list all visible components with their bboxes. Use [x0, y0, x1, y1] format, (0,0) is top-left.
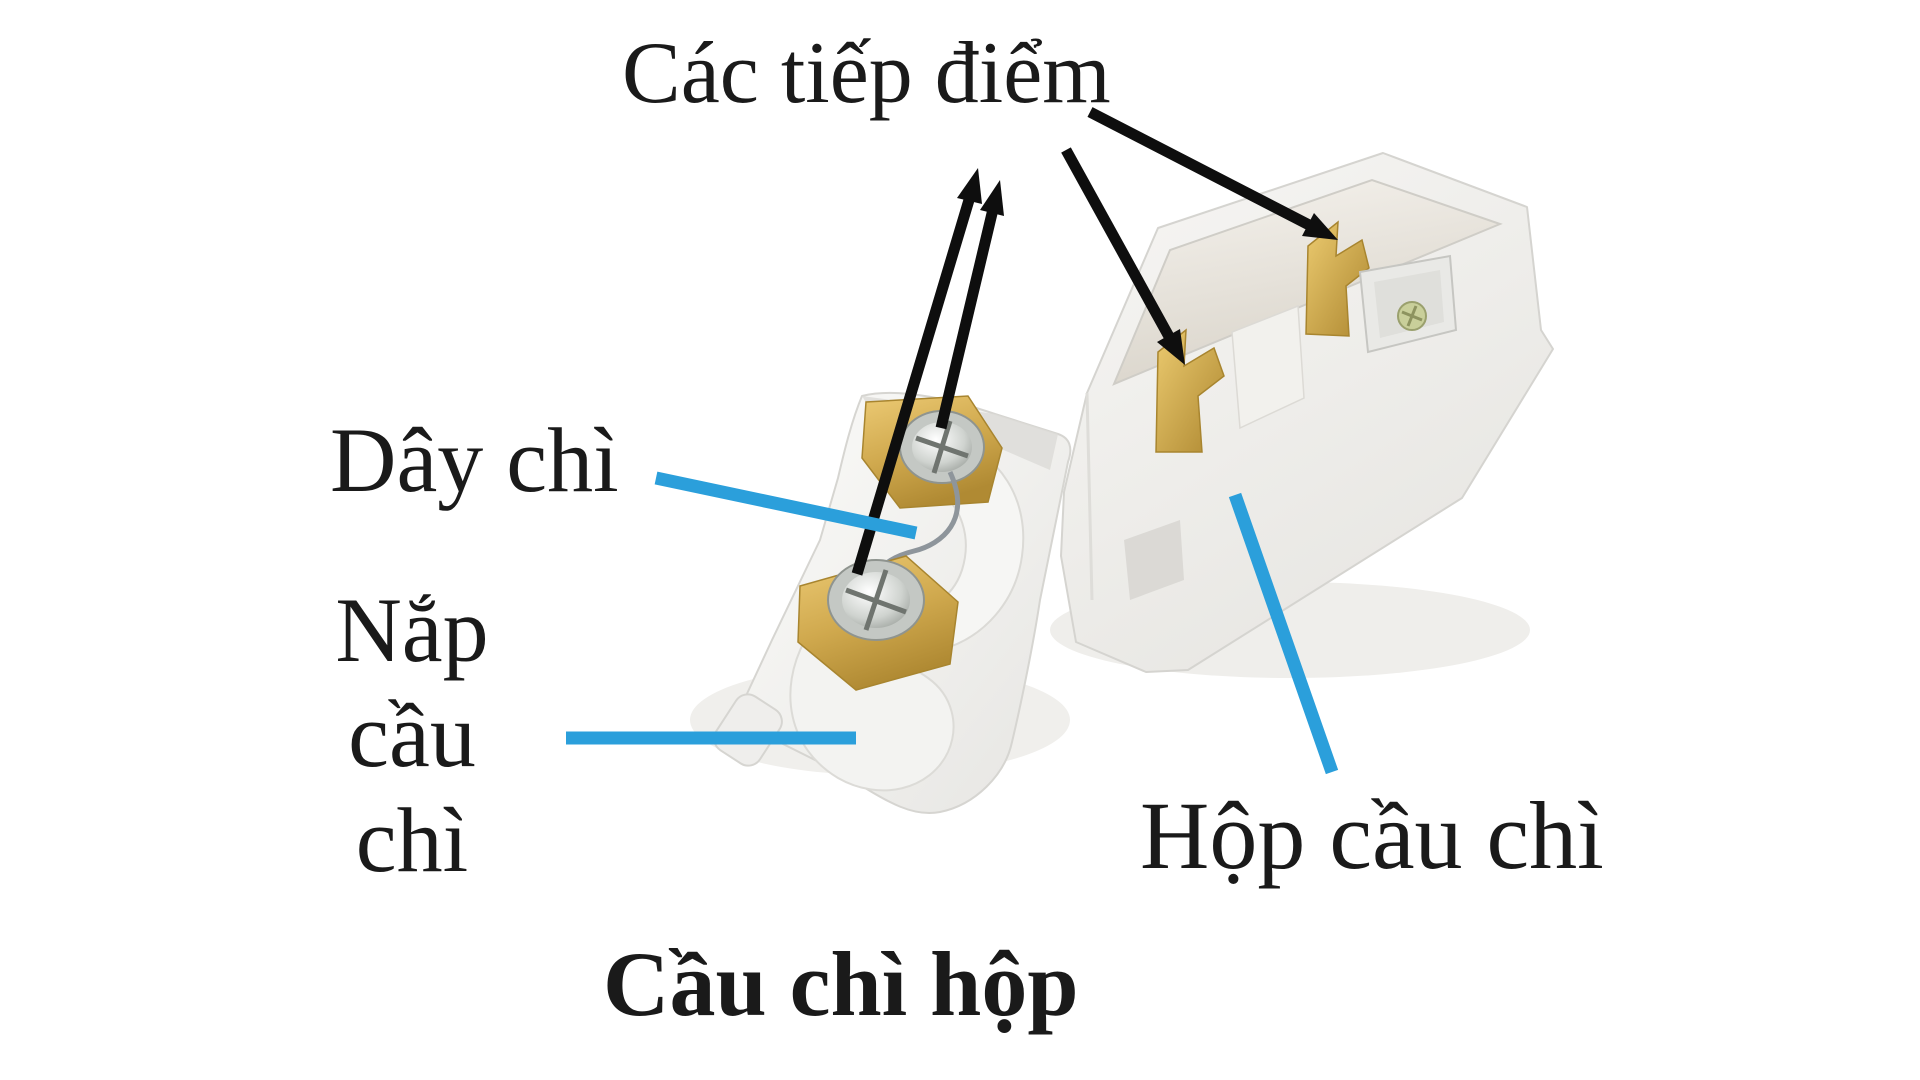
fuse-box-contact-far: [1305, 220, 1370, 337]
fuse-box-photo: [1060, 152, 1554, 673]
fuse-box-corner-edge: [1085, 392, 1094, 601]
label-fuse-box: Hộp cầu chì: [1140, 782, 1604, 889]
pointer-lines: [566, 471, 1339, 775]
fuse-box-pointer-line: [1228, 492, 1339, 775]
arrow-to-contact-cap-upper: [935, 180, 1004, 430]
label-fuse-cap-line3: chì: [355, 789, 469, 891]
fuse-box-bracket: [1358, 254, 1458, 354]
fuse-box-base-notch: [1124, 520, 1184, 600]
arrow-to-contact-box-far: [1087, 107, 1338, 240]
contact-arrows: [851, 107, 1338, 576]
label-fuse-cap: Nắp cầu chì: [322, 578, 502, 893]
arrow-to-contact-cap-lower: [851, 168, 982, 576]
fuse-wire-pointer-line: [654, 471, 918, 540]
fuse-box-divider: [1231, 304, 1305, 430]
label-fuse-cap-line1: Nắp: [335, 579, 489, 681]
arrow-to-contact-box-near: [1061, 147, 1185, 365]
label-fuse-cap-line2: cầu: [348, 684, 476, 786]
fuse-cap-photo: [713, 391, 1072, 815]
label-contacts: Các tiếp điểm: [622, 25, 1111, 122]
fuse-cap-terminal-lower: [797, 555, 959, 691]
label-fuse-wire: Dây chì: [330, 409, 619, 511]
diagram-caption: Cầu chì hộp: [603, 933, 1079, 1035]
